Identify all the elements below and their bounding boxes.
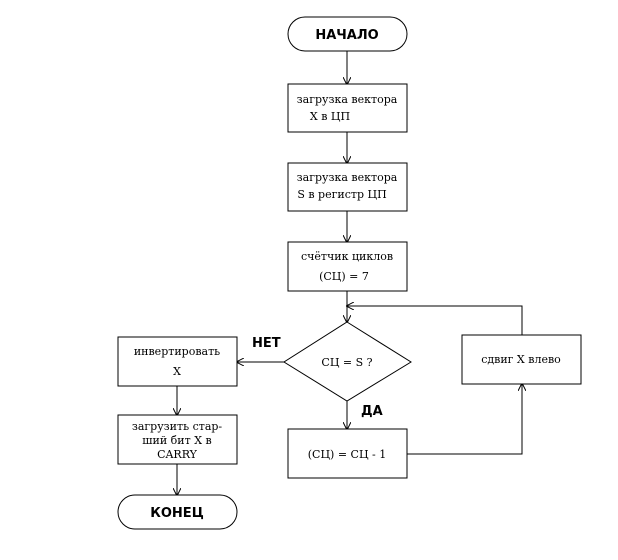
start-terminator: НАЧАЛО [287,16,408,52]
load-s-line-2: S в регистр ЦП [297,188,386,201]
load-high-line-2: ший бит X в [142,434,211,447]
start-label: НАЧАЛО [315,28,378,43]
decrement-label: (СЦ) = СЦ - 1 [308,448,387,461]
shift-label: сдвиг X влево [481,353,561,366]
decision-diamond: СЦ = S ? [283,321,412,402]
counter-line-2: (СЦ) = 7 [319,270,369,283]
end-terminator: КОНЕЦ [117,494,238,530]
arrow-decrement-to-shift [407,384,522,455]
load-s-line-1: загрузка вектора [297,171,398,184]
load-x-line-1: загрузка вектора [297,93,398,106]
load-x-line-2: X в ЦП [310,110,350,123]
decision-label: СЦ = S ? [321,356,372,369]
decrement-box: (СЦ) = СЦ - 1 [287,428,408,479]
load-high-bit-box: загрузить стар- ший бит X в CARRY [117,414,238,465]
shift-box: сдвиг X влево [461,334,582,385]
load-high-line-1: загрузить стар- [132,420,223,433]
yes-label: ДА [361,404,383,419]
counter-box: счётчик циклов (СЦ) = 7 [287,241,408,292]
load-s-box: загрузка вектора S в регистр ЦП [287,162,408,212]
invert-line-1: инвертировать [134,345,220,358]
counter-line-1: счётчик циклов [301,250,393,263]
invert-line-2: X [173,365,181,378]
load-x-box: загрузка вектора X в ЦП [287,83,408,133]
invert-box: инвертировать X [117,336,238,387]
no-label: НЕТ [252,336,281,351]
arrow-shift-loop-back [347,306,523,335]
load-high-line-3: CARRY [157,448,198,461]
end-label: КОНЕЦ [150,506,204,521]
